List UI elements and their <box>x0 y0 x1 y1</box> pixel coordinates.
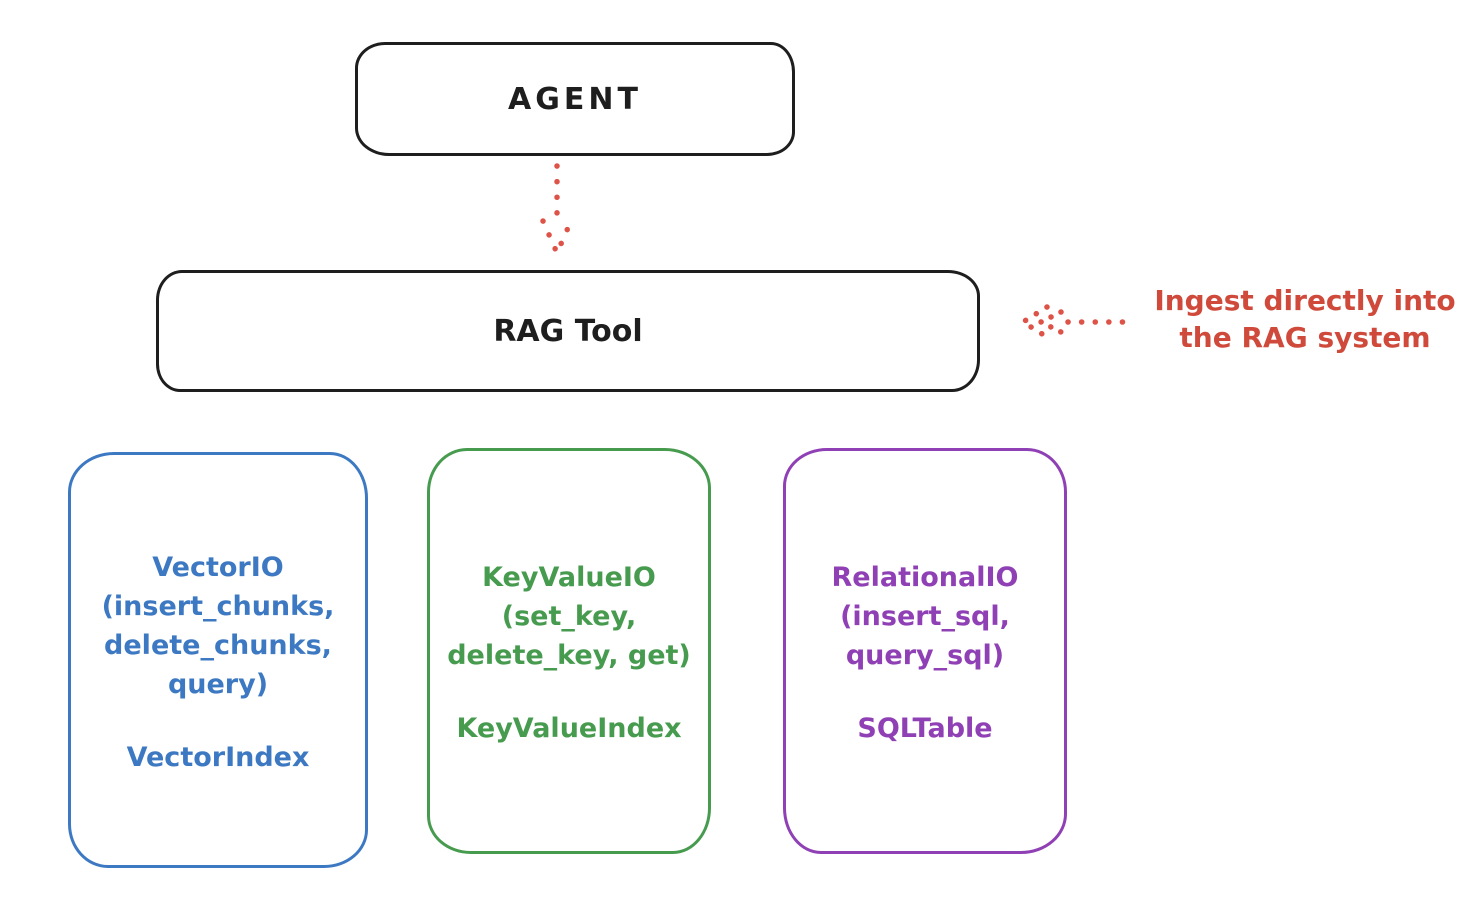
relational-io-lines: RelationalIO (insert_sql, query_sql) <box>832 558 1019 675</box>
vector-io-line: (insert_chunks, <box>101 590 335 622</box>
annotation-line-1: Ingest directly into <box>1154 284 1456 317</box>
vector-index-label: VectorIndex <box>126 741 310 773</box>
rag-tool-label: RAG Tool <box>493 313 643 349</box>
keyvalue-io-line: delete_key, get) <box>447 640 691 671</box>
keyvalue-index-label: KeyValueIndex <box>456 713 682 744</box>
vector-io-box: VectorIO (insert_chunks, delete_chunks, … <box>68 452 368 868</box>
keyvalue-io-box: KeyValueIO (set_key, delete_key, get) Ke… <box>427 448 711 854</box>
keyvalue-io-lines: KeyValueIO (set_key, delete_key, get) <box>447 558 691 675</box>
annotation-line-2: the RAG system <box>1179 321 1431 354</box>
vector-io-line: query) <box>167 668 269 700</box>
vector-io-line: VectorIO <box>152 551 284 583</box>
sql-table-label: SQLTable <box>857 713 993 744</box>
vector-io-line: delete_chunks, <box>104 629 332 661</box>
annotation-text: Ingest directly into the RAG system <box>1135 282 1475 356</box>
relational-io-line: RelationalIO <box>831 562 1019 593</box>
keyvalue-io-line: (set_key, <box>501 601 637 632</box>
rag-tool-node: RAG Tool <box>156 270 980 392</box>
arrow-agent-to-rag-icon <box>540 163 574 260</box>
agent-label: AGENT <box>508 81 642 117</box>
vector-io-lines: VectorIO (insert_chunks, delete_chunks, … <box>102 548 335 704</box>
arrow-annotation-to-rag-icon <box>1017 304 1139 340</box>
keyvalue-io-line: KeyValueIO <box>482 562 656 593</box>
relational-io-line: (insert_sql, <box>840 601 1010 632</box>
relational-io-box: RelationalIO (insert_sql, query_sql) SQL… <box>783 448 1067 854</box>
agent-node: AGENT <box>355 42 795 156</box>
relational-io-line: query_sql) <box>845 640 1005 671</box>
